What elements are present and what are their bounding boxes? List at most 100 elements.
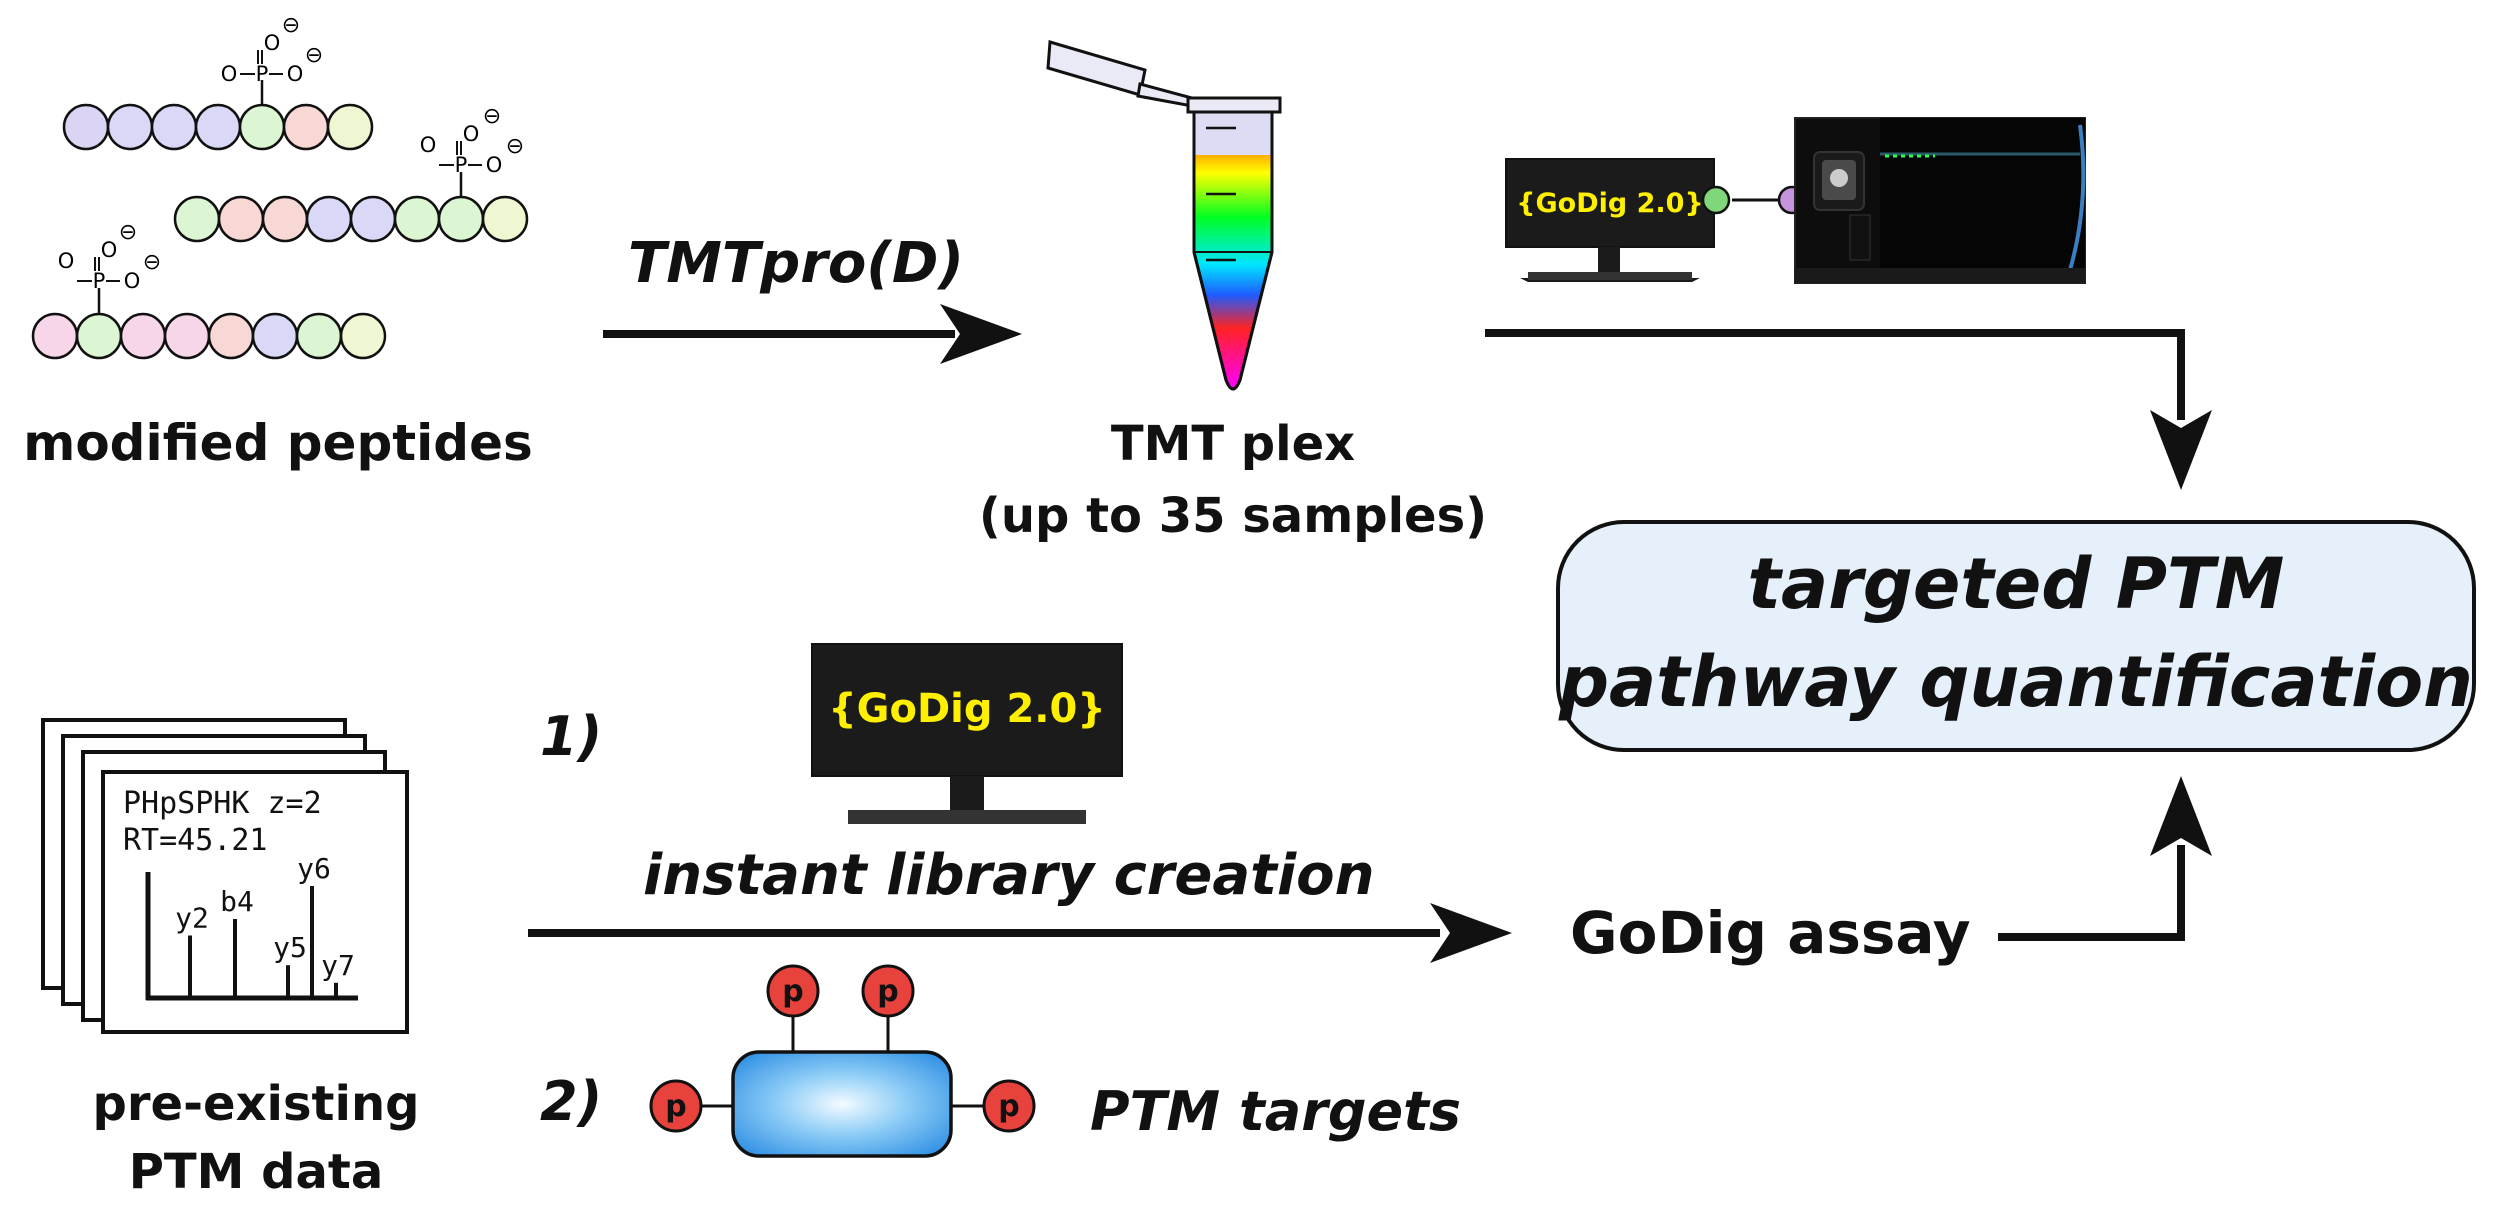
peptide-2: P O O O ⊖ ⊖ <box>173 104 529 243</box>
amino-acid-bead <box>339 312 387 360</box>
phosphate-group: P O O O ⊖ ⊖ <box>58 220 161 314</box>
top-pathway-arrow <box>1485 329 2212 490</box>
monitor-small-neck <box>1598 247 1620 272</box>
peptide-3: P O O O ⊖ ⊖ <box>31 220 387 360</box>
mass-spectrometer-icon <box>1794 117 2086 284</box>
ptm-target-protein-icon: p p p p <box>649 964 1036 1158</box>
oxygen-atom: O <box>221 62 238 86</box>
result-subtitle: pathway quantification <box>1558 641 2473 723</box>
svg-text:p: p <box>665 1089 686 1124</box>
amino-acid-bead <box>62 103 110 151</box>
sample-tube-icon <box>1046 40 1282 391</box>
pre-existing-subtitle: PTM data <box>129 1144 383 1200</box>
tmt-arrowhead-icon <box>940 304 1022 364</box>
spectrum-card-front <box>101 770 409 1034</box>
amino-acid-bead <box>305 195 353 243</box>
amino-acid-bead <box>106 103 154 151</box>
phosphorus-atom: P <box>256 62 269 86</box>
connector-green-icon <box>1701 185 1731 215</box>
spectrum-peak-label: y5 <box>273 931 307 964</box>
godig-computer-large: {GoDig 2.0} <box>811 643 1123 824</box>
godig-logo-small: {GoDig 2.0} <box>1516 188 1703 219</box>
spectrum-rt-text: RT=45.21 <box>123 823 268 858</box>
tmt-plex-label: TMT plex <box>1111 416 1355 472</box>
phosphorus-atom: P <box>93 269 106 293</box>
monitor-large-neck <box>950 776 984 812</box>
amino-acid-bead <box>150 103 198 151</box>
tmt-plex-subtitle: (up to 35 samples) <box>979 488 1487 544</box>
amino-acid-bead <box>481 195 529 243</box>
negative-charge-icon: ⊖ <box>143 250 161 275</box>
monitor-large-base <box>848 810 1086 824</box>
amino-acid-bead <box>295 312 343 360</box>
spectrum-peak-label: y7 <box>321 949 355 982</box>
phospho-site-icon: p <box>982 1079 1036 1133</box>
svg-text:p: p <box>877 974 898 1009</box>
monitor-small-base <box>1528 272 1692 280</box>
oxygen-atom: O <box>463 122 480 146</box>
phosphate-group: P O O O ⊖ ⊖ <box>420 104 524 197</box>
svg-text:p: p <box>782 974 803 1009</box>
oxygen-atom: O <box>486 153 503 177</box>
godig-assay-label: GoDig assay <box>1570 899 1971 967</box>
amino-acid-bead <box>251 312 299 360</box>
right-arrowhead-icon <box>1430 903 1512 963</box>
protein-body <box>731 1050 953 1158</box>
spectrum-peptide-text: PHpSPHK z=2 <box>123 786 322 821</box>
spectrum-peaks: y2 b4 y5 y6 y7 <box>175 852 355 996</box>
peptide-1: P O O O ⊖ ⊖ <box>62 13 374 151</box>
amino-acid-bead <box>163 312 211 360</box>
oxygen-atom: O <box>101 238 118 262</box>
phosphorus-atom: P <box>455 153 468 177</box>
negative-charge-icon: ⊖ <box>119 220 137 245</box>
oxygen-atom: O <box>124 269 141 293</box>
amino-acid-bead <box>75 312 123 360</box>
modified-peptides-group: P O O O ⊖ ⊖ <box>23 13 533 472</box>
spectrum-peak-label: y6 <box>297 852 331 885</box>
spectrum-card-stack: PHpSPHK z=2 RT=45.21 y2 b4 y5 y6 y7 <box>41 718 409 1034</box>
amino-acid-bead <box>437 195 485 243</box>
down-arrowhead-icon <box>2150 410 2212 490</box>
phospho-site-icon: p <box>766 964 820 1018</box>
spectrum-peak-label: y2 <box>175 902 209 935</box>
modified-peptides-label: modified peptides <box>23 414 533 472</box>
tmt-reagent-label: TMTpro(D) <box>628 231 964 296</box>
amino-acid-bead <box>31 312 79 360</box>
svg-text:p: p <box>998 1089 1019 1124</box>
godig-logo-large: {GoDig 2.0} <box>828 686 1106 732</box>
negative-charge-icon: ⊖ <box>282 13 300 38</box>
negative-charge-icon: ⊖ <box>305 43 323 68</box>
amino-acid-bead <box>238 103 286 151</box>
negative-charge-icon: ⊖ <box>483 104 501 129</box>
amino-acid-bead <box>282 103 330 151</box>
monitor-small-screen <box>1505 158 1715 248</box>
step-2-label: 2) <box>540 1070 602 1133</box>
library-arrow <box>528 903 1512 963</box>
oxygen-atom: O <box>58 249 75 273</box>
amino-acid-bead <box>173 195 221 243</box>
amino-acid-bead <box>349 195 397 243</box>
result-box: targeted PTM pathway quantification <box>1556 520 2476 752</box>
oxygen-atom: O <box>287 62 304 86</box>
spectrum-peak-label: b4 <box>220 885 254 918</box>
negative-charge-icon: ⊖ <box>506 134 524 159</box>
result-title: targeted PTM <box>1748 543 2285 625</box>
pre-existing-label: pre-existing <box>93 1076 420 1132</box>
amino-acid-bead <box>393 195 441 243</box>
amino-acid-bead <box>194 103 242 151</box>
amino-acid-bead <box>207 312 255 360</box>
oxygen-atom: O <box>420 133 437 157</box>
phosphate-group: P O O O ⊖ ⊖ <box>221 13 323 105</box>
amino-acid-bead <box>261 195 309 243</box>
oxygen-atom: O <box>264 31 281 55</box>
tmt-labeling-step: TMTpro(D) <box>603 231 1022 364</box>
phospho-site-icon: p <box>861 964 915 1018</box>
ptm-targets-label: PTM targets <box>1090 1080 1461 1143</box>
bottom-pathway-arrow <box>1998 776 2212 941</box>
godig-computer-small: {GoDig 2.0} <box>1505 158 1807 282</box>
amino-acid-bead <box>217 195 265 243</box>
amino-acid-bead <box>119 312 167 360</box>
up-arrowhead-icon <box>2150 776 2212 856</box>
